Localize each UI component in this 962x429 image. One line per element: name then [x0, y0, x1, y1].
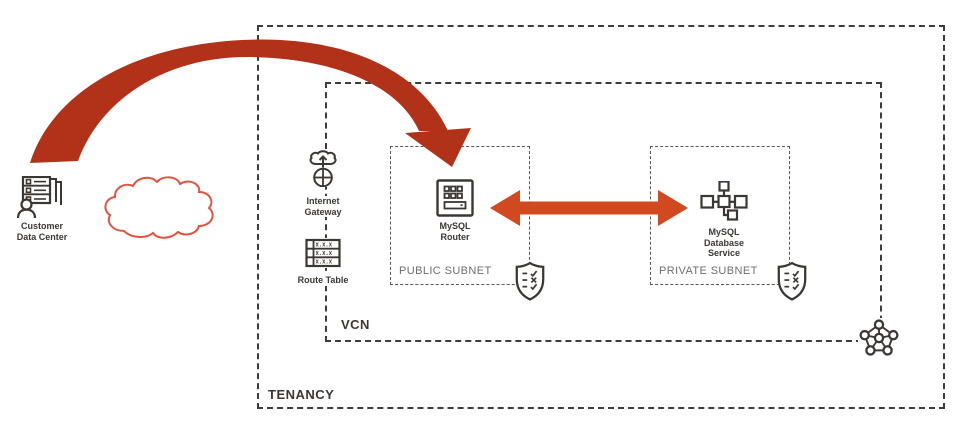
tenancy-container: TENANCY — [257, 25, 945, 409]
private-subnet-label: PRIVATE SUBNET — [659, 265, 758, 277]
mysql-router: MySQL Router — [415, 178, 495, 242]
route-table-row-2: X.X.X — [316, 251, 333, 257]
internet-gateway-label: Internet Gateway — [303, 196, 343, 217]
internet-gateway-icon — [306, 150, 340, 187]
vcn-icon — [858, 318, 900, 358]
mysql-database-service-icon — [700, 181, 748, 221]
route-table-row-1: X.X.X — [316, 242, 333, 248]
route-table-icon: X.X.X X.X.X X.X.X — [303, 238, 343, 268]
public-subnet-label: PUBLIC SUBNET — [399, 265, 492, 277]
cloud-icon — [104, 176, 214, 239]
customer-data-center-label: Customer Data Center — [16, 221, 68, 242]
customer-data-center-icon — [17, 176, 62, 218]
internet-gateway: Internet Gateway — [284, 150, 362, 220]
mysql-router-icon — [436, 179, 474, 217]
mysql-router-label: MySQL Router — [439, 221, 471, 242]
tenancy-label: TENANCY — [268, 387, 335, 402]
mysql-database-service-label: MySQL Database Service — [703, 227, 745, 258]
route-table-row-3: X.X.X — [316, 260, 333, 266]
route-table-label: Route Table — [296, 275, 350, 286]
public-security-list-icon — [515, 261, 545, 301]
customer-data-center: Customer Data Center — [5, 176, 79, 242]
route-table: X.X.X X.X.X X.X.X Route Table — [284, 238, 362, 288]
private-security-list-icon — [777, 261, 807, 301]
vcn-label: VCN — [341, 317, 370, 332]
mysql-database-service: MySQL Database Service — [684, 181, 764, 259]
